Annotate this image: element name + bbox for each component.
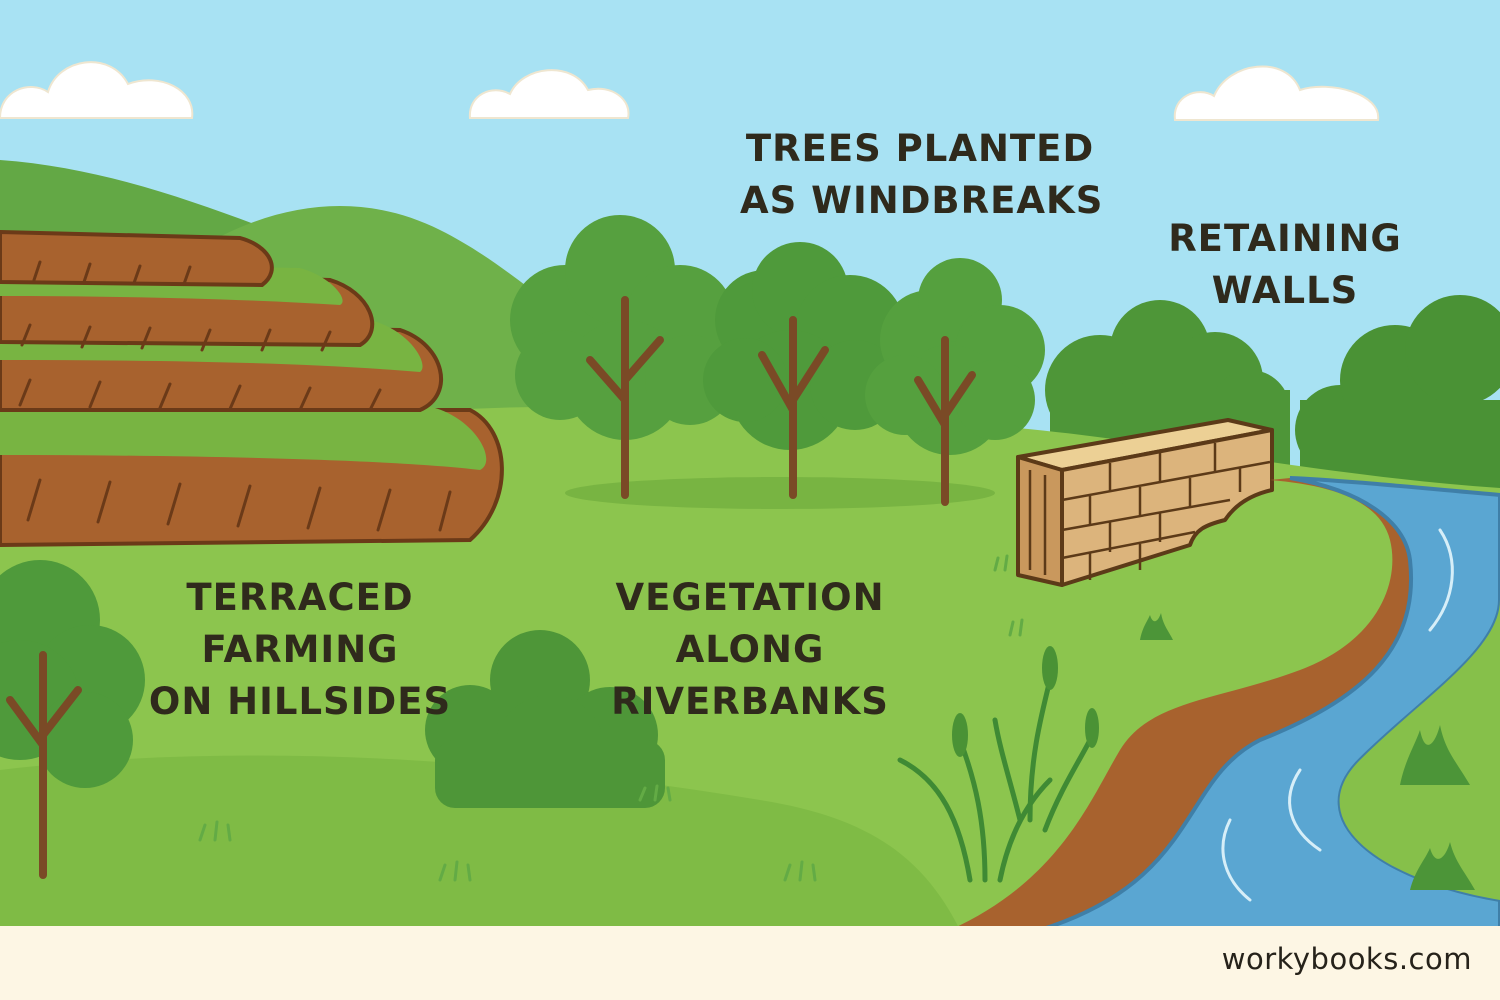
- retaining-walls-label-line-1: RETAINING: [1168, 217, 1402, 260]
- windbreaks-label-line-1: TREES PLANTED: [745, 127, 1095, 170]
- terraced-farming-label-line-2: FARMING: [201, 628, 399, 671]
- bush-icon: [425, 630, 665, 808]
- footer-bar: workybooks.com: [0, 926, 1500, 1000]
- site-url: workybooks.com: [1221, 942, 1472, 976]
- riverbank-vegetation-label: VEGETATION ALONG RIVERBANKS: [600, 572, 900, 728]
- meadow-foreground: [0, 755, 960, 930]
- grass-tuft-icon: [198, 554, 1024, 882]
- windbreaks-label: TREES PLANTED AS WINDBREAKS: [740, 123, 1104, 227]
- terraced-farming-label-line-1: TERRACED: [186, 576, 414, 619]
- cattail-icon: [897, 677, 1093, 883]
- brick-wall-icon: [1016, 418, 1274, 587]
- cloud-icon: [0, 61, 194, 119]
- riverbank-vegetation-label-line-1: VEGETATION: [615, 576, 885, 619]
- riverbank-vegetation-label-line-3: RIVERBANKS: [611, 680, 889, 723]
- grass-tuft-icon: [1140, 613, 1475, 890]
- tree-icon: [703, 242, 905, 499]
- cattail-heads: [952, 646, 1099, 757]
- retaining-walls-label: RETAINING WALLS: [1150, 213, 1420, 317]
- tree-icon: [865, 258, 1045, 506]
- riverbank-vegetation-label-line-2: ALONG: [675, 628, 825, 671]
- windbreaks-label-line-2: AS WINDBREAKS: [740, 179, 1104, 222]
- retaining-walls-label-line-2: WALLS: [1211, 269, 1359, 312]
- terrace-furrows: [18, 260, 452, 532]
- grass-shadow: [565, 477, 995, 509]
- river-bank: [950, 478, 1412, 930]
- cloud-icon: [468, 69, 630, 119]
- terraced-farming-label: TERRACED FARMING ON HILLSIDES: [140, 572, 460, 728]
- tree-icon: [0, 560, 145, 879]
- cloud-icon: [1173, 65, 1380, 121]
- terraced-farming-label-line-3: ON HILLSIDES: [148, 680, 452, 723]
